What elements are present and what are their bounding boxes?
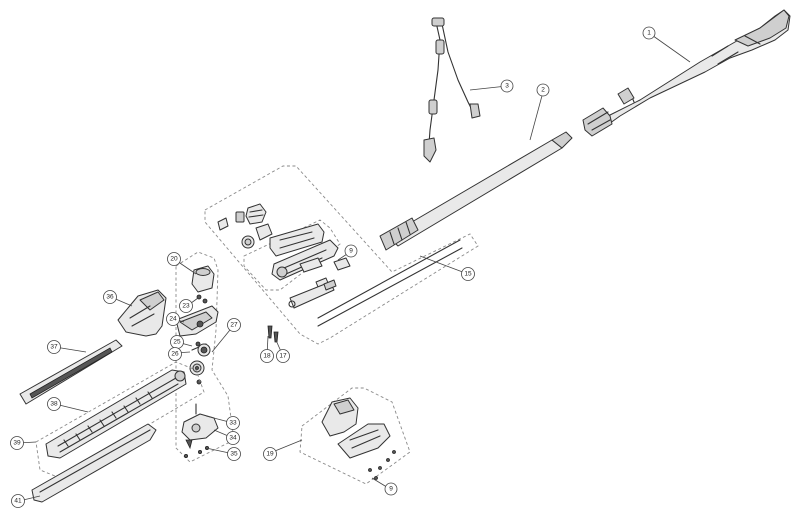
part-36-guard [117,289,167,337]
callout-33: 33 [226,416,240,430]
svg-text:17: 17 [279,353,287,360]
callout-38: 38 [47,397,61,411]
callout-9-lower: 9 [384,482,398,496]
svg-text:33: 33 [229,420,237,427]
svg-text:39: 39 [13,440,21,447]
leader-lines [17,32,691,502]
part-19-grip [321,397,396,480]
callout-24: 24 [166,312,180,326]
callout-19: 19 [263,447,277,461]
part-3-shoulder-strap [423,17,481,163]
callout-1: 1 [642,26,656,40]
svg-text:1: 1 [647,30,651,37]
svg-text:20: 20 [170,256,178,263]
part-2-extension-pole [379,131,573,251]
pole-hardware-parts [217,203,351,309]
callout-2: 2 [536,83,550,97]
callout-3: 3 [500,79,514,93]
callout-41: 41 [11,494,25,508]
svg-text:35: 35 [230,451,238,458]
svg-text:37: 37 [50,344,58,351]
svg-text:19: 19 [266,451,274,458]
svg-text:26: 26 [171,351,179,358]
svg-text:15: 15 [464,271,472,278]
callout-9-upper: 9 [344,244,358,258]
callout-25: 25 [170,335,184,349]
callout-36: 36 [103,290,117,304]
svg-text:27: 27 [230,322,238,329]
svg-text:24: 24 [169,316,177,323]
callout-27: 27 [227,318,241,332]
callout-39: 39 [10,436,24,450]
svg-text:38: 38 [50,401,58,408]
callout-35: 35 [227,447,241,461]
callout-37: 37 [47,340,61,354]
group-outline-grip [299,387,411,485]
svg-text:2: 2 [541,87,545,94]
svg-text:36: 36 [106,294,114,301]
callout-34: 34 [226,431,240,445]
part-41-blade-sheath [31,423,157,503]
part-37-blade-cover [19,339,123,405]
callout-26: 26 [168,347,182,361]
callout-17: 17 [276,349,290,363]
part-15-rods [317,239,463,327]
callout-23: 23 [179,299,193,313]
group-outline-clamp-inner [243,219,341,291]
callout-18: 18 [260,349,274,363]
svg-text:41: 41 [14,498,22,505]
callout-15: 15 [461,267,475,281]
part-1-handle [582,9,791,137]
callout-20: 20 [167,252,181,266]
svg-text:9: 9 [349,248,353,255]
svg-text:3: 3 [505,83,509,90]
svg-text:25: 25 [173,339,181,346]
svg-text:18: 18 [263,353,271,360]
screws-17-18 [267,325,279,343]
svg-text:9: 9 [389,486,393,493]
gearbox-parts [175,265,219,458]
svg-text:23: 23 [182,303,190,310]
part-39-cutter-bar [35,361,205,479]
svg-text:34: 34 [229,435,237,442]
group-outline-pole-hardware [204,165,479,345]
